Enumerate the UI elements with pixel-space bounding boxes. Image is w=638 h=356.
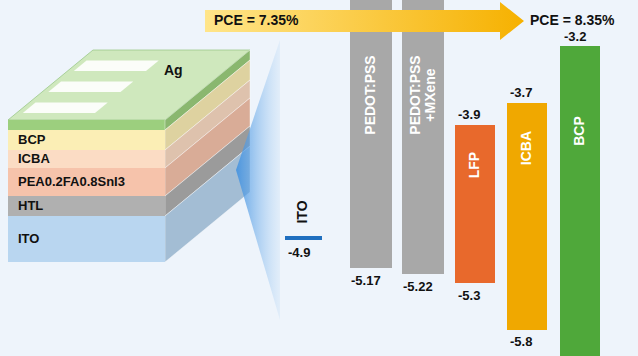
bar-label: PEDOT:PSS bbox=[363, 49, 378, 141]
energy-value: -5.22 bbox=[403, 279, 433, 294]
energy-bar: ICBA bbox=[507, 103, 547, 330]
layer-label: PEA0.2FA0.8SnI3 bbox=[18, 175, 125, 189]
layer-label: Ag bbox=[164, 63, 183, 78]
ito-level-line bbox=[285, 236, 322, 240]
pce-label: PCE = 7.35% bbox=[214, 12, 298, 28]
ag-electrode bbox=[48, 82, 133, 93]
layer-label: BCP bbox=[18, 133, 45, 147]
layer-label: ICBA bbox=[18, 152, 50, 166]
ag-front bbox=[8, 120, 165, 130]
energy-value: -5.17 bbox=[351, 273, 381, 288]
energy-value: -3.9 bbox=[458, 107, 480, 122]
htl-layer: HTL bbox=[8, 196, 165, 216]
bar-label: ICBA bbox=[519, 102, 534, 194]
energy-value: -5.3 bbox=[458, 288, 480, 303]
energy-bar: PEDOT:PSS bbox=[350, 0, 392, 268]
layer-label: HTL bbox=[18, 199, 43, 213]
electrode-label: Ag bbox=[162, 60, 196, 82]
layer-label: ITO bbox=[18, 232, 39, 246]
bar-label: PEDOT:PSS +MXene bbox=[408, 49, 439, 141]
pce-label: PCE = 8.35% bbox=[530, 12, 614, 28]
bcp-layer: BCP bbox=[8, 130, 165, 150]
ag-electrode bbox=[74, 61, 159, 72]
energy-bar: BCP bbox=[560, 46, 600, 356]
energy-bar: PEDOT:PSS +MXene bbox=[402, 0, 444, 274]
icba-layer: ICBA bbox=[8, 150, 165, 168]
energy-value: -4.9 bbox=[288, 245, 310, 260]
side-face bbox=[165, 146, 250, 262]
energy-value: -5.8 bbox=[510, 334, 532, 349]
bar-label: LFP bbox=[467, 119, 482, 211]
energy-bar: LFP bbox=[455, 125, 495, 283]
level-name: ITO bbox=[294, 200, 310, 223]
energy-value: -3.2 bbox=[564, 29, 586, 44]
energy-value: -3.7 bbox=[510, 85, 532, 100]
perovskite-layer: PEA0.2FA0.8SnI3 bbox=[8, 168, 165, 196]
bar-label: BCP bbox=[572, 85, 587, 177]
ito-layer: ITO bbox=[8, 216, 165, 262]
ag-electrode bbox=[23, 103, 108, 114]
zoom-beam bbox=[236, 40, 280, 320]
